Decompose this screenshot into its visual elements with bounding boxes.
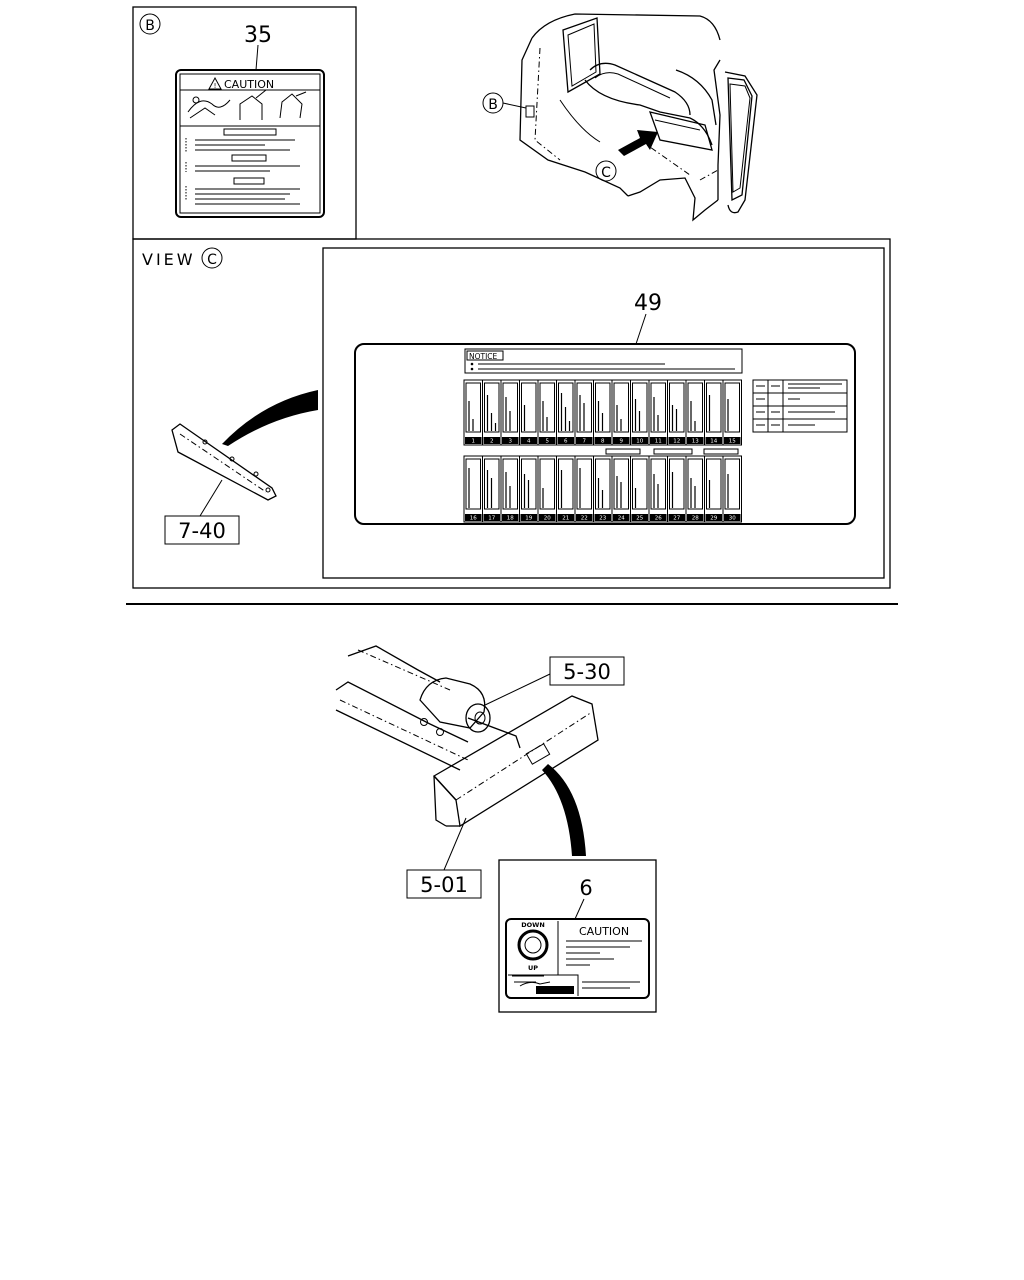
callout-swoosh-lower-icon [542, 764, 586, 856]
fuse-slot: 30 [722, 455, 742, 523]
fuse-number: 29 [710, 516, 717, 522]
fuse-slot: 19 [519, 455, 539, 523]
fuse-number: 5 [546, 439, 550, 445]
fuse-number: 23 [599, 516, 606, 522]
fuse-number: 10 [636, 439, 643, 445]
caution-label-35: ! CAUTION [175, 69, 325, 218]
fuse-slot: 27 [667, 455, 687, 523]
cab-illustration: B C [482, 13, 758, 222]
fuse-number: 11 [655, 439, 662, 445]
fuse-row-bottom: 16 17 18 19 20 21 22 23 24 25 26 27 28 29 30 [463, 455, 742, 523]
fuse-slot: 16 [463, 455, 483, 523]
fuse-slot: 17 [482, 455, 502, 523]
fuse-slot: 3 [500, 379, 520, 446]
fuse-slot: 12 [667, 379, 687, 446]
notice-text: NOTICE [469, 352, 498, 361]
part-number-6[interactable]: 6 [579, 876, 592, 900]
warning-triangle-icon [208, 76, 222, 90]
fuse-slot: 4 [519, 379, 539, 446]
fuse-slot: 20 [537, 455, 557, 523]
fuse-number: 27 [673, 516, 680, 522]
caution-label-6: CAUTION DOWN UP [505, 918, 650, 999]
legend-table [752, 379, 848, 433]
fuse-slot: 7 [574, 379, 594, 446]
fuse-number: 30 [729, 516, 736, 522]
panel-b: B 35 ! CAUTION [132, 6, 357, 240]
part-number-49[interactable]: 49 [634, 291, 662, 316]
fuse-slot: 5 [537, 379, 557, 446]
fuse-number: 7 [583, 439, 587, 445]
fuse-slot: 15 [722, 379, 742, 446]
label-location-6 [525, 743, 551, 765]
fuse-slot: 29 [704, 455, 724, 523]
fuse-number: 1 [472, 439, 476, 445]
fuse-number: 20 [544, 516, 551, 522]
fuse-cover-part: 7-40 [164, 390, 318, 545]
marker-b[interactable]: B [488, 97, 498, 113]
fuse-slot: 13 [685, 379, 705, 446]
view-text: VIEW [142, 250, 196, 269]
fuse-slot: 1 [463, 379, 483, 446]
fuse-slot: 25 [630, 455, 650, 523]
callout-swoosh-icon [222, 390, 318, 446]
svg-text:!: ! [214, 82, 217, 90]
lower-frame-illustration: 5-30 5-01 6 CAUTION DOWN UP [335, 645, 657, 1013]
fuse-number: 14 [710, 439, 717, 445]
fuse-slot: 18 [500, 455, 520, 523]
fuse-number: 6 [564, 439, 568, 445]
part-ref-5-30[interactable]: 5-30 [563, 660, 611, 684]
fuse-number: 16 [470, 516, 477, 522]
fuse-slot: 14 [704, 379, 724, 446]
part-number-35[interactable]: 35 [244, 23, 272, 48]
fuse-slot: 26 [648, 455, 668, 523]
part-ref-5-01[interactable]: 5-01 [420, 873, 468, 897]
fuse-slot: 8 [593, 379, 613, 446]
caution-text-6: CAUTION [579, 925, 629, 938]
fuse-number: 19 [525, 516, 532, 522]
fuse-number: 3 [509, 439, 513, 445]
marker-c[interactable]: C [601, 165, 611, 181]
fuse-number: 4 [527, 439, 531, 445]
view-arrow-icon [618, 130, 658, 156]
fuse-number: 17 [488, 516, 495, 522]
fuse-slot: 11 [648, 379, 668, 446]
tilt-cab-pictogram-icon [187, 89, 307, 120]
letter-b-circle [139, 13, 161, 35]
fuse-slot: 24 [611, 455, 631, 523]
fuse-slot: 22 [574, 455, 594, 523]
fuse-slot: 21 [556, 455, 576, 523]
fuse-number: 8 [601, 439, 605, 445]
fuse-number: 28 [692, 516, 699, 522]
part-ref-7-40[interactable]: 7-40 [178, 519, 226, 543]
fuse-number: 18 [507, 516, 514, 522]
fuse-slot: 28 [685, 455, 705, 523]
up-text: UP [528, 964, 538, 972]
view-letter: C [207, 252, 217, 268]
letter-b: B [145, 18, 155, 34]
fuse-number: 22 [581, 516, 588, 522]
fuse-slot: 23 [593, 455, 613, 523]
fuse-number: 25 [636, 516, 643, 522]
down-text: DOWN [521, 921, 545, 929]
fuse-number: 26 [655, 516, 662, 522]
label-location-b [525, 105, 535, 118]
caution-text-35: CAUTION [224, 78, 274, 91]
fuse-slot: 6 [556, 379, 576, 446]
fuse-number: 12 [673, 439, 680, 445]
fuse-slot: 10 [630, 379, 650, 446]
fuse-number: 15 [729, 439, 736, 445]
fuse-number: 21 [562, 516, 569, 522]
fuse-slot: 2 [482, 379, 502, 446]
fuse-number: 24 [618, 516, 625, 522]
fuse-number: 2 [490, 439, 494, 445]
fuse-number: 13 [692, 439, 699, 445]
fuse-number: 9 [620, 439, 624, 445]
fuse-slot: 9 [611, 379, 631, 446]
rotation-arrow-icon [517, 929, 549, 961]
